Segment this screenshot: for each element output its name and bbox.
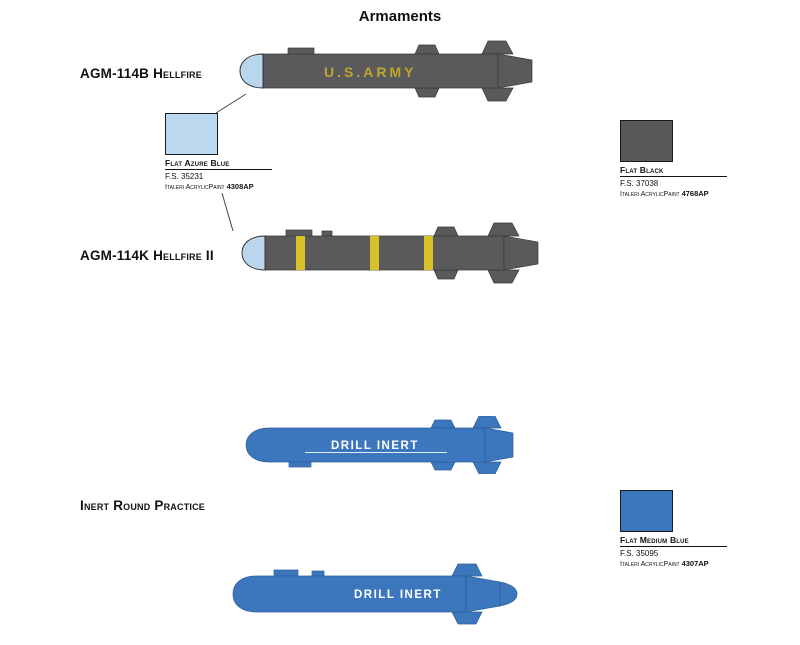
missile-body-group: [232, 563, 518, 625]
paint-brand: Italeri AcrylicPaint 4307AP: [620, 559, 734, 568]
stencil-stripe: [305, 452, 447, 453]
launch-lug-bottom: [288, 461, 312, 468]
paint-name: Flat Black: [620, 165, 664, 175]
paint-chip-color: [620, 120, 673, 162]
divider: [165, 169, 272, 170]
paint-brand: Italeri AcrylicPaint 4768AP: [620, 189, 734, 198]
paint-code: 4768AP: [681, 189, 709, 198]
tail-fin-top: [487, 222, 520, 237]
paint-chip-color: [165, 113, 218, 155]
mid-wing-top: [430, 419, 456, 429]
paint-chip: [620, 490, 673, 532]
tail-tip: [499, 581, 518, 607]
paint-swatch-azure-blue: Flat Azure Blue F.S. 35231 Italeri Acryl…: [165, 113, 279, 191]
missile-body-group: [261, 40, 533, 102]
tail-fin-top: [472, 416, 502, 429]
paint-brand-name: Italeri AcrylicPaint: [620, 561, 680, 568]
tail-fin-top: [451, 563, 483, 577]
us-army-marking: U.S.ARMY: [324, 64, 416, 80]
callout-line-swatch-to-missile: [221, 192, 234, 232]
paint-brand-name: Italeri AcrylicPaint: [620, 191, 680, 198]
yellow-band: [424, 236, 433, 270]
paint-swatch-flat-black: Flat Black F.S. 37038 Italeri AcrylicPai…: [620, 120, 734, 198]
tail-taper: [484, 427, 514, 463]
paint-fs-code: F.S. 35095: [620, 549, 659, 558]
paint-chip: [165, 113, 218, 155]
tail-fin-bottom: [481, 87, 514, 102]
seeker-nose-cone: [241, 235, 266, 271]
paint-swatch-medium-blue: Flat Medium Blue F.S. 35095 Italeri Acry…: [620, 490, 734, 568]
tail-fin-bottom: [472, 461, 502, 474]
tail-taper: [497, 53, 533, 89]
yellow-band-group: [296, 236, 433, 270]
paint-brand-name: Italeri AcrylicPaint: [165, 184, 225, 191]
paint-fs-code: F.S. 35231: [165, 172, 204, 181]
missile-body-group: [245, 416, 514, 474]
missile-agm-114k: [241, 222, 539, 284]
drill-inert-marking: DRILL INERT: [354, 589, 442, 601]
paint-brand: Italeri AcrylicPaint 4308AP: [165, 182, 279, 191]
tail-fin-top: [481, 40, 514, 55]
tail-taper: [503, 235, 539, 271]
mid-wing-top: [433, 226, 459, 237]
label-agm-114k-hellfire-ii: AGM-114K Hellfire II: [80, 248, 214, 263]
divider: [620, 176, 727, 177]
missile-body: [245, 427, 486, 463]
tail-fin-bottom: [451, 611, 483, 625]
paint-chip-color: [620, 490, 673, 532]
missile-agm-114b: U.S.ARMY: [239, 40, 533, 102]
label-agm-114b-hellfire: AGM-114B Hellfire: [80, 66, 202, 81]
paint-chip: [620, 120, 673, 162]
tail-taper: [465, 575, 501, 613]
tail-fin-bottom: [487, 269, 520, 284]
mid-wing-bottom: [414, 87, 440, 98]
yellow-band: [370, 236, 379, 270]
missile-inert-round-bottom: DRILL INERT: [232, 563, 518, 625]
page-title: Armaments: [358, 8, 442, 25]
label-inert-round-practice: Inert Round Practice: [80, 498, 206, 513]
mid-wing-bottom: [433, 269, 459, 280]
yellow-band: [296, 236, 305, 270]
paint-code: 4308AP: [226, 182, 254, 191]
paint-fs-code: F.S. 37038: [620, 179, 659, 188]
mid-wing-top: [414, 44, 440, 55]
paint-name: Flat Azure Blue: [165, 158, 230, 168]
divider: [620, 546, 727, 547]
paint-name: Flat Medium Blue: [620, 535, 689, 545]
mid-wing-bottom: [430, 461, 456, 471]
seeker-nose-cone: [239, 53, 264, 89]
missile-body-group: [263, 222, 539, 284]
paint-code: 4307AP: [681, 559, 709, 568]
missile-inert-round-top: DRILL INERT: [245, 416, 514, 474]
missile-body: [232, 575, 467, 613]
drill-inert-marking: DRILL INERT: [331, 440, 419, 452]
